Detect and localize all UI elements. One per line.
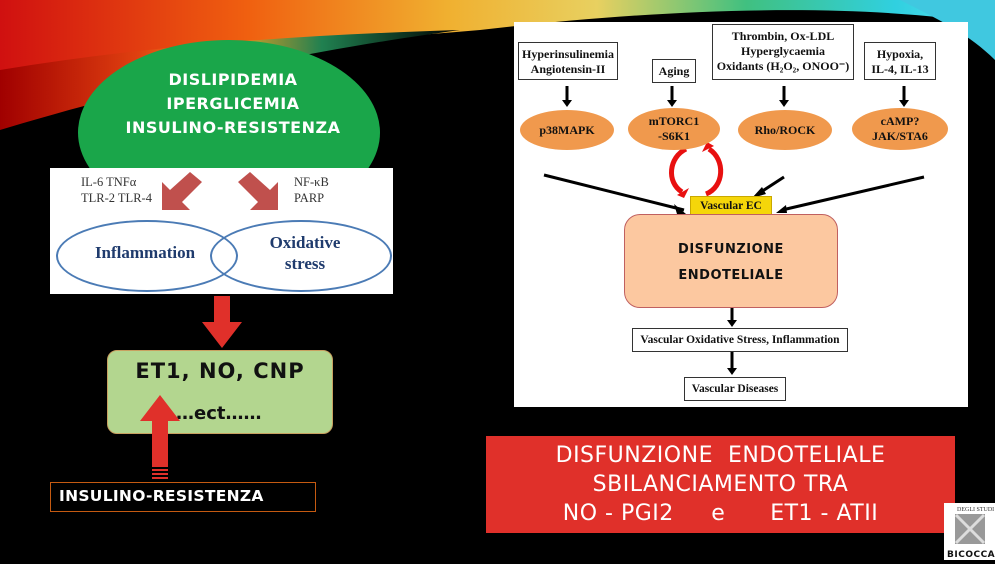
mediators-etc: …ect…… <box>176 403 262 424</box>
inflammation-oxidative-panel: IL-6 TNFα TLR-2 TLR-4 NF-κB PARP Inflamm… <box>50 168 393 294</box>
cause-line: Aging <box>658 64 690 78</box>
arrow-down-icon <box>202 296 242 348</box>
insulin-resistance-label: INSULINO-RESISTENZA <box>59 487 264 505</box>
logo-bottom-text: BICOCCA <box>947 550 995 560</box>
pathway-oval-rho-rock: Rho/ROCK <box>738 110 832 150</box>
pathway-label: Rho/ROCK <box>754 122 816 137</box>
risk-factor-dislipidemia: DISLIPIDEMIA <box>168 70 298 89</box>
endothelial-dysfunction-box: DISFUNZIONE ENDOTELIALE <box>624 214 838 308</box>
cause-line: Hyperinsulinemia <box>521 47 614 61</box>
vascular-diseases-box: Vascular Diseases <box>684 377 786 401</box>
conclusion-line: NO - PGI2 e ET1 - ATII <box>562 501 879 526</box>
arrow-diagonal-icon <box>543 173 686 214</box>
risk-factors-text: DISLIPIDEMIA IPERGLICEMIA INSULINO-RESIS… <box>78 68 388 140</box>
cycle-arrowhead-icon <box>677 188 689 198</box>
pathway-label: p38MAPK <box>539 122 595 137</box>
risk-factor-insulino-resistenza: INSULINO-RESISTENZA <box>125 118 341 137</box>
arrow-down-icon <box>727 350 737 375</box>
arrow-diagonal-icon <box>752 175 785 198</box>
arrow-down-right-icon <box>238 172 278 210</box>
cycle-arrowhead-icon <box>702 142 714 152</box>
arrow-diagonal-icon <box>776 175 925 213</box>
cause-box-thrombin: Thrombin, Ox-LDL Hyperglycaemia Oxidants… <box>712 24 854 80</box>
conclusion-text: DISFUNZIONE ENDOTELIALE SBILANCIAMENTO T… <box>486 441 955 528</box>
arrow-down-icon <box>899 86 909 107</box>
pathway-label: mTORC1 <box>648 114 700 128</box>
arrow-up-icon <box>140 395 180 479</box>
arrow-down-icon <box>727 306 737 327</box>
arrow-down-icon <box>779 86 789 107</box>
pathway-label: -S6K1 <box>657 129 690 143</box>
diagram-arrows <box>543 86 925 375</box>
mediators-list: ET1, NO, CNP <box>135 359 305 383</box>
dysfunction-line: ENDOTELIALE <box>678 268 784 283</box>
conclusion-box: DISFUNZIONE ENDOTELIALE SBILANCIAMENTO T… <box>486 436 955 533</box>
oxidative-stress-inflammation-box: Vascular Oxidative Stress, Inflammation <box>632 328 848 352</box>
conclusion-line: DISFUNZIONE ENDOTELIALE <box>555 443 886 468</box>
university-logo: DEGLI STUDI BICOCCA <box>944 503 995 560</box>
cause-line: Hypoxia, <box>876 47 924 61</box>
inflammation-mediators: IL-6 TNFα TLR-2 TLR-4 <box>81 174 152 206</box>
cause-box-hyperinsulinemia: Hyperinsulinemia Angiotensin-II <box>518 42 618 80</box>
decorative-swoosh-banner <box>0 0 995 130</box>
cause-box-aging: Aging <box>652 59 696 83</box>
dysfunction-line: DISFUNZIONE <box>678 242 784 257</box>
cause-line: Oxidants (H₂O₂, ONOO⁻) <box>716 59 850 73</box>
pathway-oval-camp: cAMP? JAK/STA6 <box>852 108 948 150</box>
inflammation-label: Inflammation <box>94 243 196 262</box>
cause-line: Thrombin, Ox-LDL <box>731 29 835 43</box>
mediator-line: NF-κB <box>294 175 329 189</box>
oxidative-stress-ellipse <box>210 220 392 292</box>
pathway-oval-p38mapk: p38MAPK <box>520 110 614 150</box>
conclusion-line: SBILANCIAMENTO TRA <box>592 472 849 497</box>
oxidative-mediators: NF-κB PARP <box>294 174 329 206</box>
arrow-down-icon <box>562 86 572 107</box>
vascular-ec-label: Vascular EC <box>690 196 772 216</box>
logo-top-text: DEGLI STUDI <box>957 507 994 513</box>
cause-line: Angiotensin-II <box>530 62 606 76</box>
oxidative-stress-label: Oxidative stress <box>235 232 375 274</box>
mediator-line: IL-6 TNFα <box>81 175 137 189</box>
mediator-line: TLR-2 TLR-4 <box>81 191 152 205</box>
endothelial-dysfunction-diagram: Hyperinsulinemia Angiotensin-II Aging Th… <box>514 22 968 407</box>
panel-arrows <box>162 172 278 210</box>
oxidative-label-line: Oxidative <box>269 233 341 252</box>
arrow-down-icon <box>667 86 677 107</box>
cause-box-hypoxia: Hypoxia, IL-4, IL-13 <box>864 42 936 80</box>
cause-line: IL-4, IL-13 <box>871 62 929 76</box>
pathway-label: cAMP? <box>880 114 920 128</box>
insulin-resistance-box: INSULINO-RESISTENZA <box>50 482 316 512</box>
arrow-down-left-icon <box>162 172 202 210</box>
cause-line: Hyperglycaemia <box>741 44 825 58</box>
mediator-line: PARP <box>294 191 325 205</box>
bicocca-logo-icon: DEGLI STUDI BICOCCA <box>944 503 995 560</box>
pathway-label: JAK/STA6 <box>872 129 928 143</box>
risk-factor-iperglicemia: IPERGLICEMIA <box>166 94 300 113</box>
oxidative-label-line: stress <box>284 254 326 273</box>
pathway-oval-mtorc1: mTORC1 -S6K1 <box>628 108 720 150</box>
cycle-arrows-icon <box>669 146 724 197</box>
endothelial-dysfunction-text: DISFUNZIONE ENDOTELIALE <box>625 237 837 289</box>
